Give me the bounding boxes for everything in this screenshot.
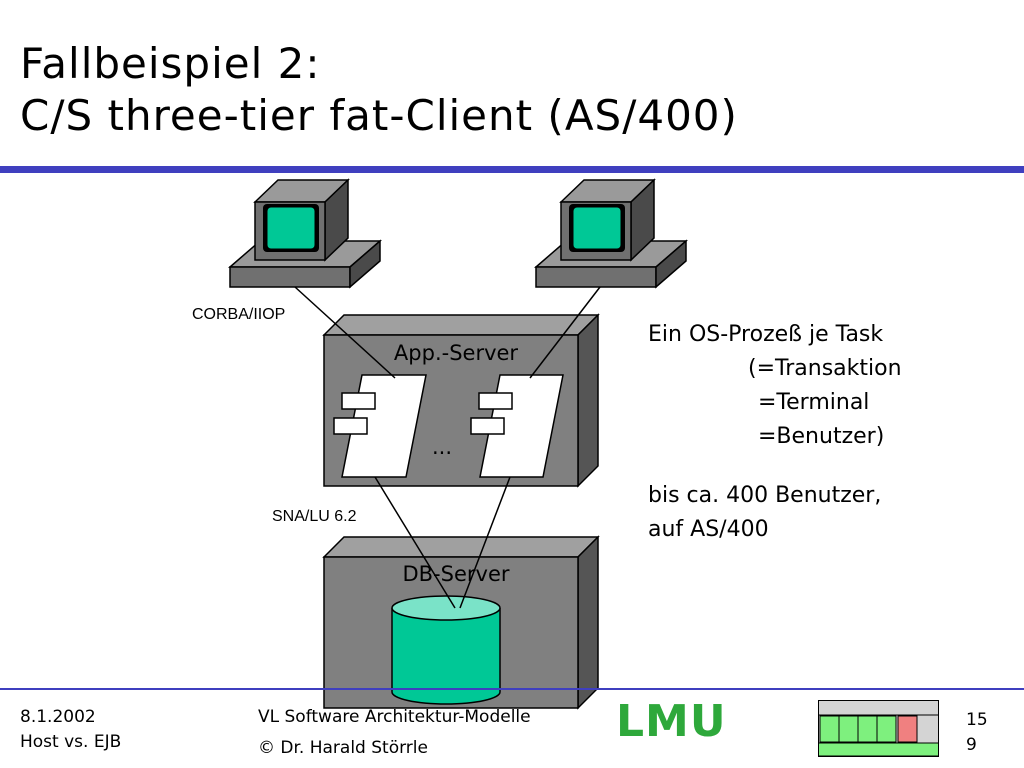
note-line-3: =Terminal <box>758 390 870 415</box>
connector-client-right <box>529 286 601 379</box>
lmu-logo: LMU <box>616 696 727 747</box>
title-rule <box>0 166 1024 173</box>
db-server-label: DB-Server <box>402 562 509 586</box>
note-line-4: =Benutzer) <box>758 424 885 449</box>
connector-db-left <box>374 476 456 609</box>
note-line-2: (=Transaktion <box>748 356 902 381</box>
page-number-line-1: 15 <box>966 710 988 730</box>
component-ellipsis: ... <box>432 435 452 459</box>
note-line-1: Ein OS-Prozeß je Task <box>648 322 884 347</box>
footer-copyright: © Dr. Harald Störrle <box>258 738 428 758</box>
footer-left: 8.1.2002 Host vs. EJB <box>20 705 121 755</box>
process-notes: Ein OS-Prozeß je Task (=Transaktion =Ter… <box>648 318 902 454</box>
title-line-1: Fallbeispiel 2: <box>20 39 321 88</box>
footer-rule <box>0 688 1024 690</box>
app-server-node: App.-Server ... <box>322 313 600 488</box>
client-screen-right <box>572 206 622 250</box>
footer-page-number: 15 9 <box>966 708 988 758</box>
note-line-5: bis ca. 400 Benutzer, <box>648 483 882 508</box>
client-screen-left <box>266 206 316 250</box>
db-server-node: DB-Server <box>322 535 600 710</box>
footer-date: 8.1.2002 <box>20 707 96 727</box>
capacity-notes: bis ca. 400 Benutzer, auf AS/400 <box>648 479 881 547</box>
app-server-label: App.-Server <box>394 341 519 365</box>
footer-course: VL Software Architektur-Modelle <box>258 707 531 727</box>
footer-topic: Host vs. EJB <box>20 732 122 752</box>
app-component-left <box>333 374 427 478</box>
client-terminal-right <box>533 178 689 289</box>
connector-db-right <box>459 476 511 609</box>
client-terminal-left <box>227 178 383 289</box>
slide-title: Fallbeispiel 2: C/S three-tier fat-Clien… <box>20 38 738 142</box>
note-line-6: auf AS/400 <box>648 517 769 542</box>
progress-bar-icon <box>818 700 939 757</box>
protocol-label-sna: SNA/LU 6.2 <box>272 508 357 525</box>
connector-client-left <box>294 286 396 379</box>
footer-middle: VL Software Architektur-Modelle © Dr. Ha… <box>258 705 531 761</box>
database-icon <box>391 595 501 705</box>
app-component-right <box>470 374 564 478</box>
title-line-2: C/S three-tier fat-Client (AS/400) <box>20 91 738 140</box>
page-number-line-2: 9 <box>966 735 977 755</box>
protocol-label-corba: CORBA/IIOP <box>192 306 285 323</box>
